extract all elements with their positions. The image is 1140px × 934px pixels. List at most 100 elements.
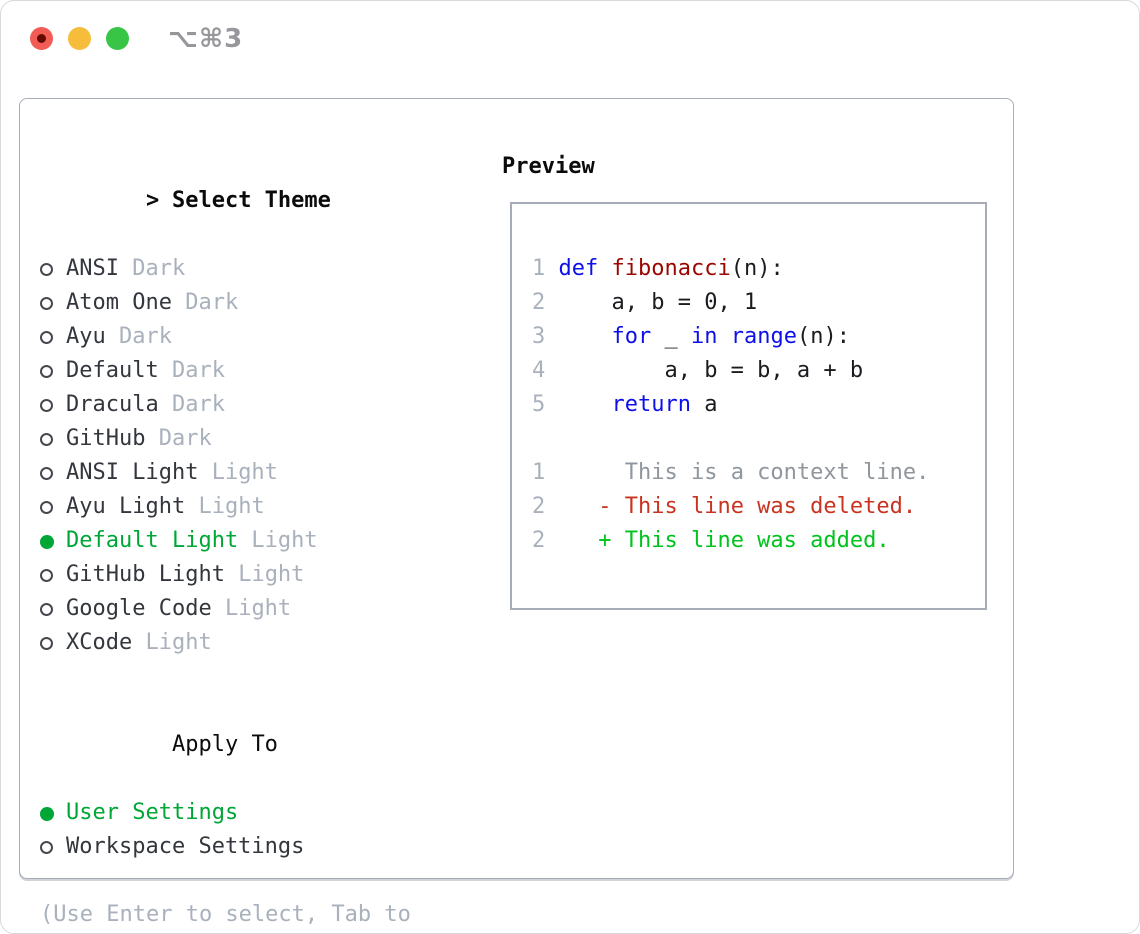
- theme-option[interactable]: Default Dark: [40, 354, 460, 388]
- blank-line: [532, 422, 985, 456]
- code-token: in: [690, 324, 718, 349]
- theme-option[interactable]: ANSI Light Light: [40, 456, 460, 490]
- theme-variant-tag: Dark: [158, 392, 225, 417]
- code-token: a, b = 0, 1: [558, 290, 758, 315]
- theme-option[interactable]: XCode Light: [40, 626, 460, 660]
- window-shortcut-label: ⌥⌘3: [168, 24, 244, 54]
- diff-text: This line was added.: [624, 528, 890, 553]
- radio-unselected-icon: [40, 841, 53, 854]
- code-token: (n):: [730, 256, 784, 281]
- line-number: 1: [532, 256, 546, 281]
- apply-option-label: Workspace Settings: [66, 834, 305, 859]
- radio-icon: [40, 558, 66, 592]
- theme-option[interactable]: GitHub Light Light: [40, 558, 460, 592]
- line-number: 2: [532, 528, 546, 553]
- radio-unselected-icon: [40, 501, 53, 514]
- radio-icon: [40, 490, 66, 524]
- diff-text: This is a context line.: [624, 460, 930, 485]
- theme-name: Default Light: [66, 528, 239, 553]
- diff-gutter: [545, 460, 598, 485]
- theme-variant-tag: Dark: [145, 426, 212, 451]
- code-token: range: [730, 324, 797, 349]
- line-number: 4: [532, 358, 546, 383]
- diff-gutter: [545, 494, 598, 519]
- code-line: 2 a, b = 0, 1: [532, 286, 985, 320]
- radio-icon: [40, 286, 66, 320]
- theme-option[interactable]: Ayu Light Light: [40, 490, 460, 524]
- apply-option[interactable]: User Settings: [40, 796, 460, 830]
- radio-unselected-icon: [40, 331, 53, 344]
- code-token: [545, 256, 558, 281]
- line-number: 1: [532, 460, 546, 485]
- radio-unselected-icon: [40, 569, 53, 582]
- code-token: return: [611, 392, 691, 417]
- radio-icon: [40, 796, 66, 830]
- code-token: [717, 324, 730, 349]
- radio-icon: [40, 524, 66, 558]
- theme-option[interactable]: Default Light Light: [40, 524, 460, 558]
- plus-icon: +: [598, 528, 625, 553]
- theme-option[interactable]: Google Code Light: [40, 592, 460, 626]
- preview-title: Preview: [502, 154, 595, 179]
- diff-gutter: [545, 528, 598, 553]
- close-button[interactable]: [30, 27, 53, 50]
- theme-variant-tag: Light: [238, 528, 318, 553]
- code-line: 5 return a: [532, 388, 985, 422]
- theme-option[interactable]: Dracula Dark: [40, 388, 460, 422]
- code-token: def: [558, 256, 599, 281]
- diff-marker: [598, 460, 625, 485]
- radio-unselected-icon: [40, 467, 53, 480]
- line-number: 5: [532, 392, 546, 417]
- theme-option[interactable]: Ayu Dark: [40, 320, 460, 354]
- code-token: [545, 324, 558, 349]
- theme-name: ANSI: [66, 256, 119, 281]
- theme-variant-tag: Dark: [118, 256, 186, 281]
- line-number: 2: [532, 290, 546, 315]
- theme-name: Ayu Light: [66, 494, 186, 519]
- diff-line: 1 This is a context line.: [532, 456, 985, 490]
- spacer: [40, 660, 460, 694]
- radio-icon: [40, 626, 66, 660]
- unsaved-dot-icon: [37, 34, 46, 43]
- code-token: a: [690, 392, 718, 417]
- apply-to-title: Apply To: [171, 732, 278, 757]
- apply-to-header: Apply To: [40, 694, 460, 796]
- theme-name: ANSI Light: [66, 460, 199, 485]
- theme-option[interactable]: Atom One Dark: [40, 286, 460, 320]
- code-token: [559, 392, 612, 417]
- radio-unselected-icon: [40, 399, 53, 412]
- cursor-prompt-icon: >: [145, 188, 160, 213]
- radio-unselected-icon: [40, 603, 53, 616]
- radio-selected-icon: [40, 807, 54, 821]
- radio-icon: [40, 320, 66, 354]
- minimize-button[interactable]: [68, 27, 91, 50]
- radio-icon: [40, 252, 66, 286]
- apply-option[interactable]: Workspace Settings: [40, 830, 460, 864]
- code-token: [559, 324, 612, 349]
- radio-icon: [40, 422, 66, 456]
- spacer: [40, 864, 460, 898]
- diff-line: 2 - This line was deleted.: [532, 490, 985, 524]
- code-token: [545, 290, 558, 315]
- theme-variant-tag: Dark: [171, 290, 239, 315]
- theme-name: Ayu: [66, 324, 106, 349]
- diff-line: 2 + This line was added.: [532, 524, 985, 558]
- radio-icon: [40, 830, 66, 864]
- line-number: 2: [532, 494, 546, 519]
- theme-option[interactable]: GitHub Dark: [40, 422, 460, 456]
- theme-option[interactable]: ANSI Dark: [40, 252, 460, 286]
- code-line: 3 for _ in range(n):: [532, 320, 985, 354]
- zoom-button[interactable]: [106, 27, 129, 50]
- line-number: 3: [532, 324, 546, 349]
- theme-variant-tag: Light: [132, 630, 212, 655]
- radio-selected-icon: [40, 535, 54, 549]
- minus-icon: -: [598, 494, 625, 519]
- radio-unselected-icon: [40, 365, 53, 378]
- code-token: fibonacci: [611, 256, 731, 281]
